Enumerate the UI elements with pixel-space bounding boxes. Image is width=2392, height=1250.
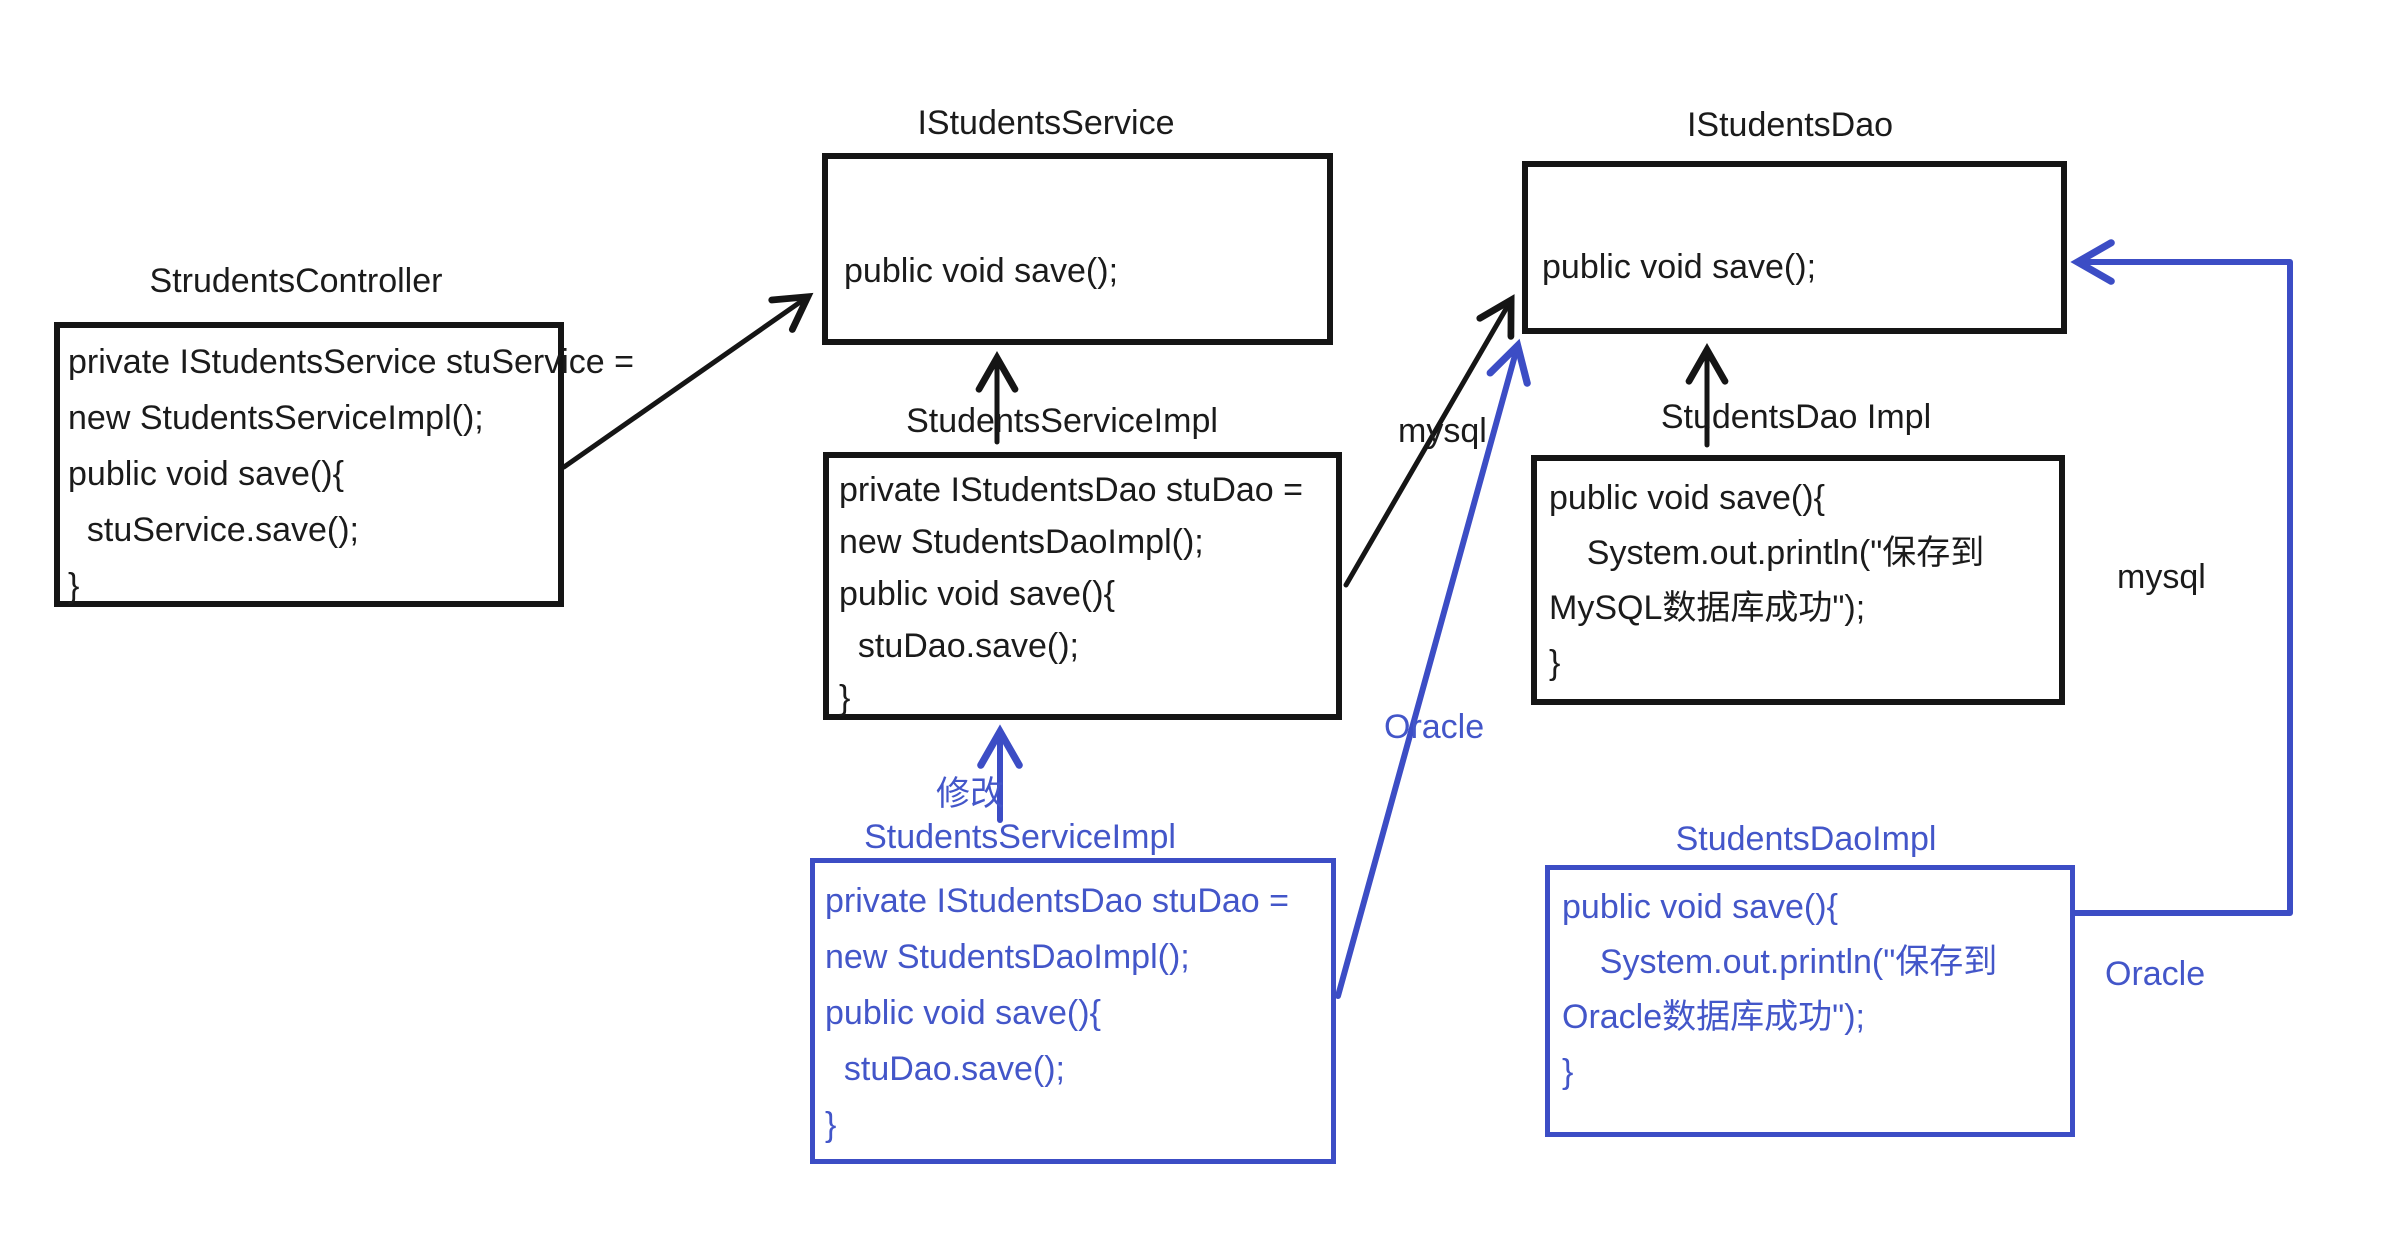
service-impl-box: private IStudentsDao stuDao = new Studen… xyxy=(823,452,1342,720)
mysql-annotation-middle: mysql xyxy=(1398,412,1487,450)
code-line: public void save(); xyxy=(844,252,1119,290)
dao-interface-label: IStudentsDao xyxy=(1686,106,1894,144)
code-line: new StudentsDaoImpl(); xyxy=(839,523,1204,561)
code-line: public void save(){ xyxy=(839,575,1115,613)
code-line: public void save(); xyxy=(1542,248,1817,286)
code-line: stuDao.save(); xyxy=(825,1050,1065,1088)
code-line: System.out.println("保存到 xyxy=(1549,534,1985,572)
code-line: public void save(){ xyxy=(68,455,344,493)
code-line: public void save(){ xyxy=(825,994,1101,1032)
controller-label: StrudentsController xyxy=(149,262,443,300)
dao-impl-oracle-box: public void save(){ System.out.println("… xyxy=(1545,865,2075,1137)
dao-impl-mysql-label: StudentsDao Impl xyxy=(1660,398,1932,436)
code-line: } xyxy=(839,679,851,717)
code-line: } xyxy=(68,567,80,605)
code-line: stuService.save(); xyxy=(68,511,359,549)
service-interface-label: IStudentsService xyxy=(917,104,1175,142)
mysql-annotation-right: mysql xyxy=(2117,558,2206,596)
code-line: public void save(){ xyxy=(1549,479,1825,517)
code-line: MySQL数据库成功"); xyxy=(1549,589,1866,627)
dao-interface-box: public void save(); xyxy=(1522,161,2067,334)
code-line: new StudentsServiceImpl(); xyxy=(68,399,484,437)
oracle-annotation-right: Oracle xyxy=(2105,955,2206,993)
code-line: } xyxy=(1549,644,1561,682)
service-impl-label: StudentsServiceImpl xyxy=(906,402,1218,440)
service-impl-oracle-box: private IStudentsDao stuDao = new Studen… xyxy=(810,858,1336,1164)
modify-annotation: 修改 xyxy=(936,775,1004,813)
code-line: private IStudentsDao stuDao = xyxy=(825,882,1289,920)
service-impl-oracle-label: StudentsServiceImpl xyxy=(864,818,1176,856)
code-line: new StudentsDaoImpl(); xyxy=(825,938,1190,976)
dao-impl-oracle-label: StudentsDaoImpl xyxy=(1675,820,1937,858)
code-line: Oracle数据库成功"); xyxy=(1562,998,1865,1036)
code-line: } xyxy=(1562,1053,1574,1091)
code-line: private IStudentsDao stuDao = xyxy=(839,471,1303,509)
code-line: stuDao.save(); xyxy=(839,627,1079,665)
service-interface-box: public void save(); xyxy=(822,153,1333,345)
code-line: private IStudentsService stuService = xyxy=(68,343,634,381)
code-line: public void save(){ xyxy=(1562,888,1838,926)
code-line: } xyxy=(825,1106,837,1144)
code-line: System.out.println("保存到 xyxy=(1562,943,1998,981)
oracle-annotation-middle: Oracle xyxy=(1384,708,1485,746)
dao-impl-mysql-box: public void save(){ System.out.println("… xyxy=(1531,455,2065,705)
controller-class-box: private IStudentsService stuService = ne… xyxy=(54,322,634,607)
